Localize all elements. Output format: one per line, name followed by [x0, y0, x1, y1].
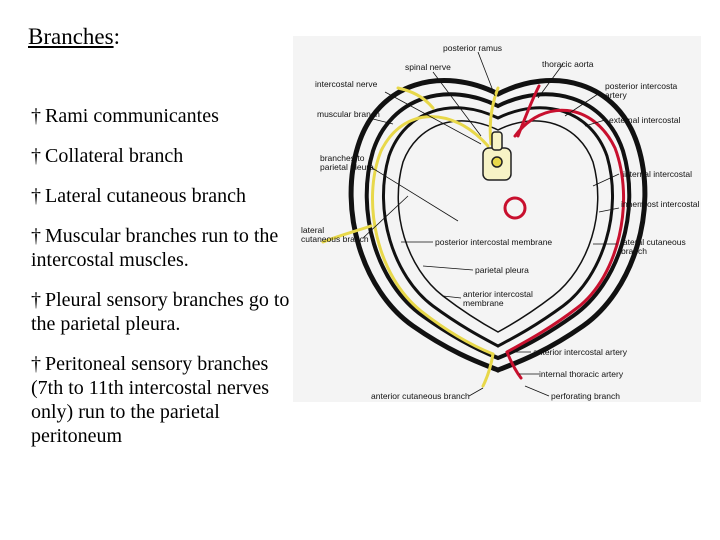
dagger-marker: † — [31, 185, 41, 207]
label-intercostal-nerve: intercostal nerve — [315, 80, 377, 89]
bullet-item: †Pleural sensory branches go to the pari… — [31, 288, 296, 336]
leader-line — [423, 266, 473, 270]
label-thoracic-aorta: thoracic aorta — [542, 60, 594, 69]
leader-line — [599, 208, 619, 212]
label-posterior-ramus: posterior ramus — [443, 44, 502, 53]
bullet-item: †Lateral cutaneous branch — [31, 184, 296, 208]
label-spinal-nerve: spinal nerve — [405, 63, 451, 72]
bullet-list: †Rami communicantes †Collateral branch †… — [31, 104, 296, 464]
bullet-text: Peritoneal sensory branches (7th to 11th… — [31, 353, 269, 447]
label-posterior-intercostal-artery: posterior intercosta artery — [605, 82, 677, 100]
slide-title: Branches: — [28, 24, 120, 50]
leader-line — [469, 388, 483, 396]
dagger-marker: † — [31, 145, 41, 167]
label-parietal-pleura: parietal pleura — [475, 266, 529, 275]
outer-muscle-layer — [351, 81, 645, 370]
bullet-text: Rami communicantes — [45, 105, 219, 127]
dagger-marker: † — [31, 353, 41, 375]
bullet-text: Collateral branch — [45, 145, 183, 167]
label-anterior-cutaneous-branch: anterior cutaneous branch — [371, 392, 470, 401]
label-anterior-intercostal-artery: anterior intercostal artery — [533, 348, 627, 357]
bullet-item: †Peritoneal sensory branches (7th to 11t… — [31, 352, 296, 448]
intercostal-nerve-diagram: posterior ramus spinal nerve thoracic ao… — [293, 36, 701, 402]
spinous-process — [492, 132, 502, 150]
label-innermost-intercostal: innermost intercostal — [621, 200, 699, 209]
aorta-loop — [505, 198, 525, 218]
leader-line — [525, 386, 549, 396]
label-lateral-cutaneous-branch-left: lateral cutaneous branch — [301, 226, 369, 244]
label-internal-intercostal: internal intercostal — [623, 170, 692, 179]
bullet-item: †Muscular branches run to the intercosta… — [31, 224, 296, 272]
label-muscular-branch: muscular branch — [317, 110, 380, 119]
label-external-intercostal: external intercostal — [609, 116, 680, 125]
title-text: Branches — [28, 24, 114, 49]
bullet-text: Lateral cutaneous branch — [45, 185, 246, 207]
label-lateral-cutaneous-branch-right: lateral cutaneous branch — [621, 238, 686, 256]
bullet-text: Pleural sensory branches go to the parie… — [31, 289, 289, 335]
title-colon: : — [114, 24, 120, 49]
spinal-cord — [492, 157, 502, 167]
dagger-marker: † — [31, 225, 41, 247]
label-perforating-branch: perforating branch — [551, 392, 620, 401]
dagger-marker: † — [31, 105, 41, 127]
vertebra — [483, 132, 511, 180]
bullet-text: Muscular branches run to the intercostal… — [31, 225, 278, 271]
label-posterior-intercostal-membrane: posterior intercostal membrane — [435, 238, 552, 247]
label-branches-to-parietal-pleura: branches to parietal pleura — [320, 154, 374, 172]
label-internal-thoracic-artery: internal thoracic artery — [539, 370, 623, 379]
bullet-item: †Rami communicantes — [31, 104, 296, 128]
bullet-item: †Collateral branch — [31, 144, 296, 168]
label-anterior-intercostal-membrane: anterior intercostal membrane — [463, 290, 533, 308]
dagger-marker: † — [31, 289, 41, 311]
